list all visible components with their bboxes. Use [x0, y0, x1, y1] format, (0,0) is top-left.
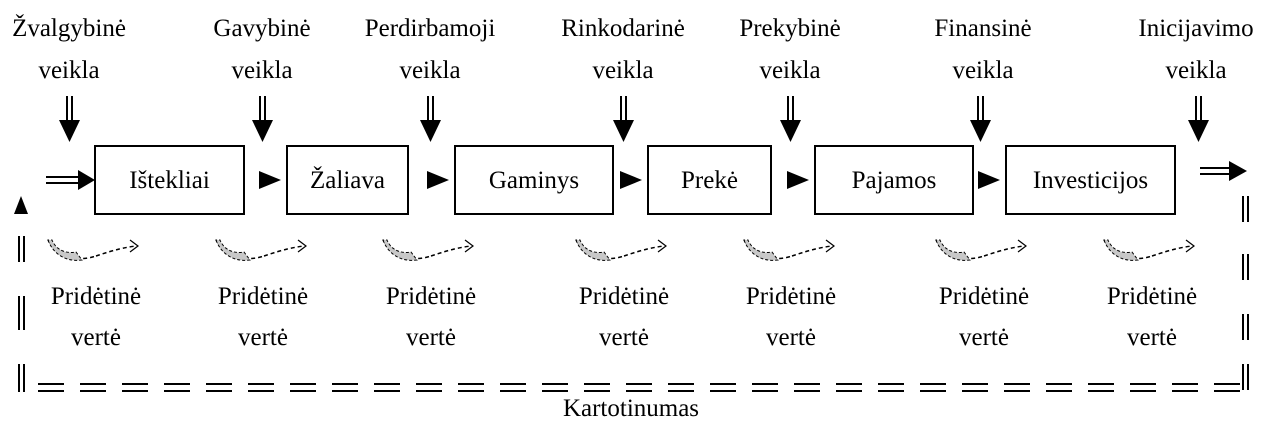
down-arrow-icon [780, 96, 801, 142]
curved-arrow-icon [215, 239, 307, 261]
activity-label-1a: Žvalgybinė [12, 14, 126, 42]
stage-box-zaliava [286, 145, 409, 215]
curved-arrow-icon [47, 239, 139, 261]
stage-label-zaliava: Žaliava [310, 166, 385, 194]
loop-bottom-line [38, 383, 1240, 392]
curved-arrow-icon [575, 239, 667, 261]
added-value-labels: Pridėtinė vertė Pridėtinė vertė Pridėtin… [51, 283, 1197, 351]
output-arrow-icon [1200, 161, 1247, 181]
stage-box-pajamos [814, 145, 974, 215]
stage-label-istekliai: Ištekliai [129, 167, 210, 194]
down-arrow-icon [252, 96, 273, 142]
added-value-label-7b: vertė [1127, 324, 1177, 351]
activity-label-2a: Gavybinė [213, 15, 310, 42]
added-value-label-7a: Pridėtinė [1107, 283, 1197, 310]
right-arrow-icon [978, 171, 1000, 189]
added-value-label-4a: Pridėtinė [579, 283, 669, 310]
activity-labels: Žvalgybinė veikla Gavybinė veikla Perdir… [12, 14, 1254, 84]
stage-box-investicijos [1005, 145, 1176, 215]
activity-label-3a: Perdirbamoji [365, 15, 496, 42]
down-arrow-icon [970, 96, 991, 142]
loop-left-line [18, 236, 25, 392]
activity-label-7a: Inicijavimo [1138, 15, 1253, 42]
added-value-label-3b: vertė [406, 324, 456, 351]
curved-arrow-icon [743, 239, 835, 261]
activity-label-6a: Finansinė [934, 15, 1031, 42]
activity-label-4a: Rinkodarinė [561, 15, 685, 42]
added-value-label-3a: Pridėtinė [386, 283, 476, 310]
up-arrow-icon [14, 196, 28, 214]
stage-box-preke [647, 145, 772, 215]
activity-label-6b: veikla [952, 57, 1013, 84]
stage-label-preke: Prekė [681, 167, 738, 194]
activity-label-3b: veikla [399, 57, 460, 84]
activity-label-7b: veikla [1165, 57, 1226, 84]
stage-box-istekliai [94, 145, 245, 215]
activity-arrows [59, 96, 1209, 142]
down-arrow-icon [59, 96, 80, 142]
down-arrow-icon [420, 96, 441, 142]
added-value-label-5b: vertė [766, 324, 816, 351]
activity-label-5a: Prekybinė [739, 15, 840, 42]
added-value-label-1b: vertė [71, 324, 121, 351]
right-arrow-icon [259, 171, 281, 189]
right-arrow-icon [787, 171, 809, 189]
curved-arrow-icon [382, 239, 474, 261]
stage-label-investicijos: Investicijos [1033, 167, 1148, 194]
feedback-loop [14, 196, 1249, 392]
added-value-label-4b: vertė [599, 324, 649, 351]
curved-arrow-icon [935, 239, 1027, 261]
right-arrow-icon [620, 171, 642, 189]
loop-label: Kartotinumas [563, 395, 699, 422]
flow-arrows [46, 161, 1247, 190]
stage-box-gaminys [454, 145, 614, 215]
curved-arrow-icon [1103, 239, 1195, 261]
activity-label-2b: veikla [231, 57, 292, 84]
stage-boxes: Ištekliai Žaliava Gaminys Prekė Pajamos … [94, 145, 1176, 215]
stage-label-gaminys: Gaminys [489, 167, 579, 194]
stage-label-pajamos: Pajamos [852, 167, 937, 194]
activity-label-5b: veikla [759, 57, 820, 84]
added-value-curves [47, 239, 1195, 261]
down-arrow-icon [1188, 96, 1209, 142]
activity-label-4b: veikla [592, 57, 653, 84]
added-value-label-2a: Pridėtinė [218, 283, 308, 310]
added-value-label-6a: Pridėtinė [939, 283, 1029, 310]
added-value-label-2b: vertė [238, 324, 288, 351]
activity-label-1b: veikla [38, 57, 99, 84]
input-arrow-icon [46, 170, 95, 190]
right-arrow-icon [427, 171, 449, 189]
added-value-label-6b: vertė [959, 324, 1009, 351]
loop-right-line [1242, 196, 1249, 390]
added-value-label-5a: Pridėtinė [746, 283, 836, 310]
down-arrow-icon [613, 96, 634, 142]
added-value-label-1a: Pridėtinė [51, 283, 141, 310]
